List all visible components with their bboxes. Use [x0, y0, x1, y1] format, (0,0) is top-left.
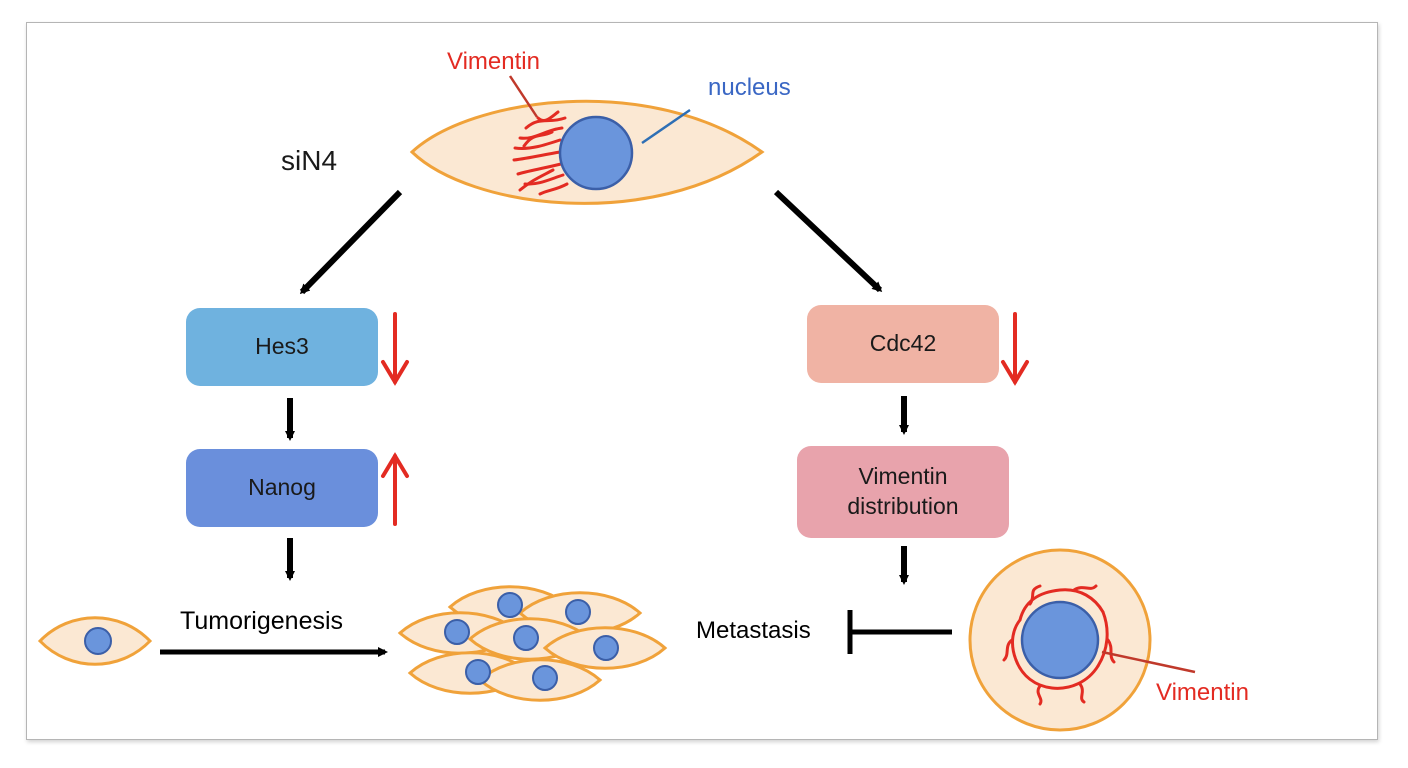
cell-cluster-nuclei	[444, 592, 619, 691]
vimentin-filaments-top	[512, 110, 569, 196]
top-cell	[409, 75, 765, 205]
vimentin-top-label: Vimentin	[447, 48, 540, 75]
nucleus-pointer	[641, 108, 691, 145]
nanog-box: Nanog	[186, 449, 378, 527]
arrow-to-hes3	[299, 189, 403, 295]
hes3-box: Hes3	[186, 308, 378, 386]
nucleus-label: nucleus	[708, 74, 791, 101]
sin4-label: siN4	[281, 145, 338, 176]
vimentin-bottom-label: Vimentin	[1156, 679, 1249, 706]
vimentin-filaments-bottom	[1002, 584, 1116, 706]
hes3-down-arrow	[381, 312, 409, 386]
cdc42-down-arrow	[1001, 312, 1029, 386]
single-cell	[37, 616, 153, 666]
metastasis-label: Metastasis	[696, 617, 811, 644]
tumorigenesis-label: Tumorigenesis	[180, 607, 344, 635]
vimentin-top-pointer	[508, 75, 539, 118]
vimentin-distribution-box: Vimentin distribution	[797, 446, 1009, 538]
cdc42-box: Cdc42	[807, 305, 999, 383]
arrow-to-cdc42	[773, 189, 883, 293]
vimentin-bottom-pointer	[1101, 650, 1196, 674]
round-cell	[968, 548, 1196, 732]
round-cell-nucleus	[1020, 600, 1100, 680]
nanog-up-arrow	[381, 452, 409, 526]
inhibition-symbol	[847, 610, 952, 654]
top-nucleus	[558, 115, 634, 191]
